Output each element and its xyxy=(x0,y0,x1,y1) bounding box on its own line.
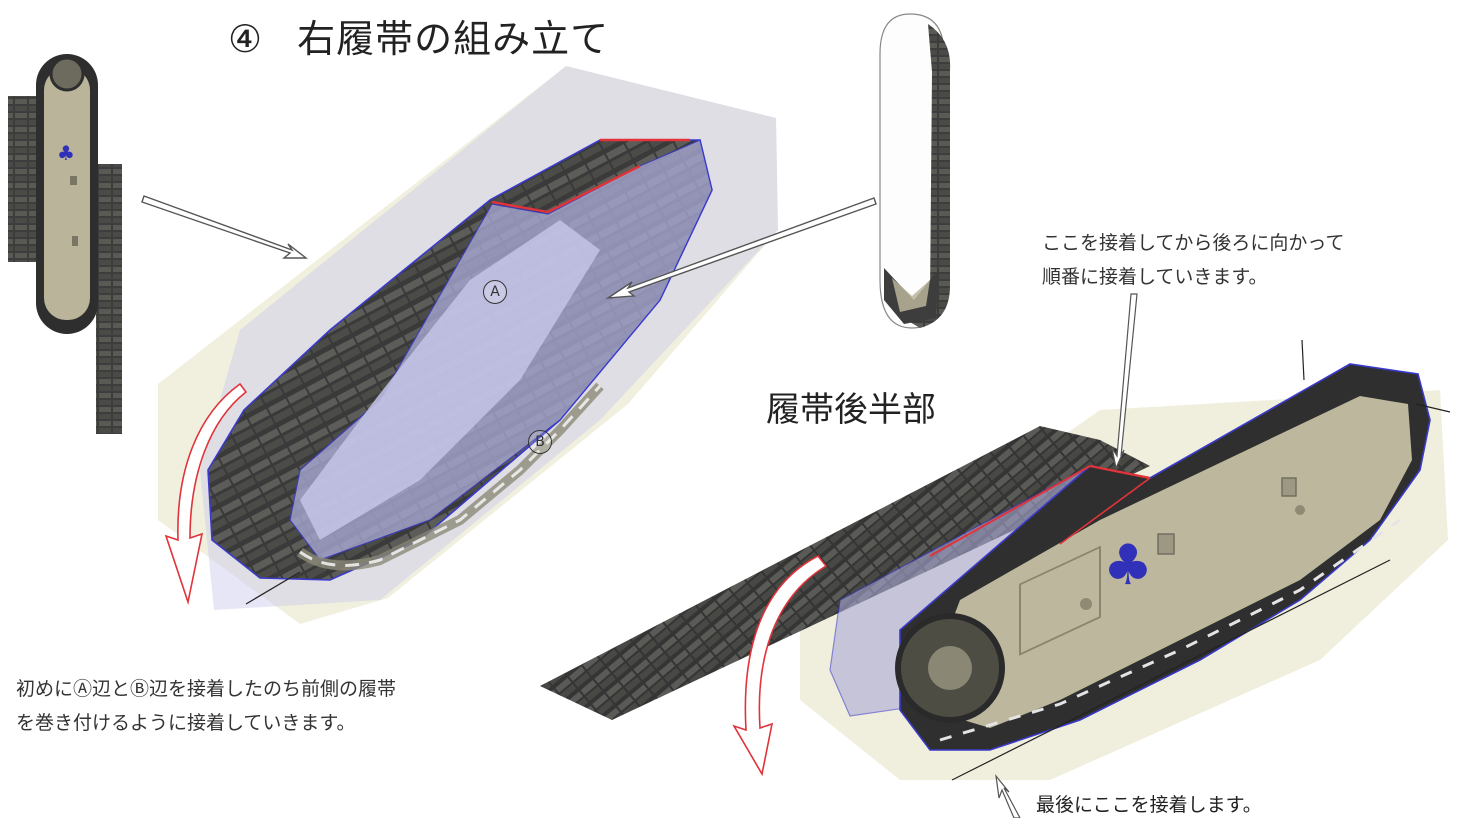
small-track-side-view: ♣ xyxy=(8,54,122,434)
wrap-direction-arrow xyxy=(164,382,248,606)
edge-a-label: A xyxy=(483,280,507,304)
club-emblem-icon: ♣ xyxy=(57,141,75,165)
note-last-glue: 最後にここを接着します。 xyxy=(1036,794,1262,816)
step-title: 右履帯の組み立て xyxy=(297,17,610,61)
glue-edge-line xyxy=(491,200,549,214)
note-edge-instructions: 初めにⒶ辺とⒷ辺を接着したのち前側の履帯 を巻き付けるように接着していきます。 xyxy=(16,672,396,740)
loose-track-strip-left xyxy=(8,96,38,262)
glue-edge-line xyxy=(929,465,1091,557)
page-title: ④ 右履帯の組み立て xyxy=(228,8,609,63)
glue-edge-line xyxy=(1059,477,1151,545)
wheel-highlight xyxy=(939,518,1401,742)
pointer-arrow-last-glue xyxy=(995,773,1021,818)
guide-line xyxy=(1301,339,1305,381)
edge-b-label: B xyxy=(528,430,552,454)
pill-hull-detail xyxy=(892,278,930,312)
note-line: 順番に接着していきます。 xyxy=(1042,266,1268,288)
arrow-from-track-piece xyxy=(605,197,877,299)
section-subtitle: 履帯後半部 xyxy=(766,390,936,430)
hull-panel-detail xyxy=(1019,545,1101,656)
track-piece-front xyxy=(879,13,951,329)
note-first-glue: ここを接着してから後ろに向かって 順番に接着していきます。 xyxy=(1042,226,1344,294)
note-line: を巻き付けるように接着していきます。 xyxy=(16,712,356,734)
step-number: ④ xyxy=(228,17,264,61)
ground-line xyxy=(951,559,1391,781)
glue-edge-line xyxy=(547,164,641,214)
rear-track-assembly: ♣ xyxy=(540,339,1451,781)
hatch-detail xyxy=(70,176,77,185)
pill-track-bottom xyxy=(884,268,938,324)
hatch-detail xyxy=(72,236,78,246)
hatch-detail xyxy=(1157,533,1175,555)
arrow-to-main-model xyxy=(141,195,309,259)
sprocket-wheel xyxy=(49,56,85,92)
note-line: ここを接着してから後ろに向かって xyxy=(1042,232,1345,254)
rear-wrap-direction-arrow xyxy=(732,554,828,777)
ground-line xyxy=(245,571,301,605)
sprocket-hub xyxy=(928,646,972,690)
hatch-detail xyxy=(1281,477,1297,497)
front-track-assembly xyxy=(158,66,778,624)
loose-track-long xyxy=(540,426,1150,720)
pointer-arrow-first-glue xyxy=(1111,293,1138,470)
club-emblem-icon: ♣ xyxy=(1103,533,1153,598)
loose-track-strip-right xyxy=(96,164,122,434)
hull-panel xyxy=(44,68,90,320)
note-line: 初めにⒶ辺とⒷ辺を接着したのち前側の履帯 xyxy=(16,678,397,700)
glue-tab-highlight xyxy=(300,220,600,540)
pill-track-edge xyxy=(900,24,951,328)
rivet-detail xyxy=(1080,598,1092,610)
wheel-highlight xyxy=(299,384,602,567)
rivet-detail xyxy=(1295,505,1305,515)
glue-edge-line xyxy=(1089,464,1151,480)
guide-line xyxy=(1415,403,1451,413)
